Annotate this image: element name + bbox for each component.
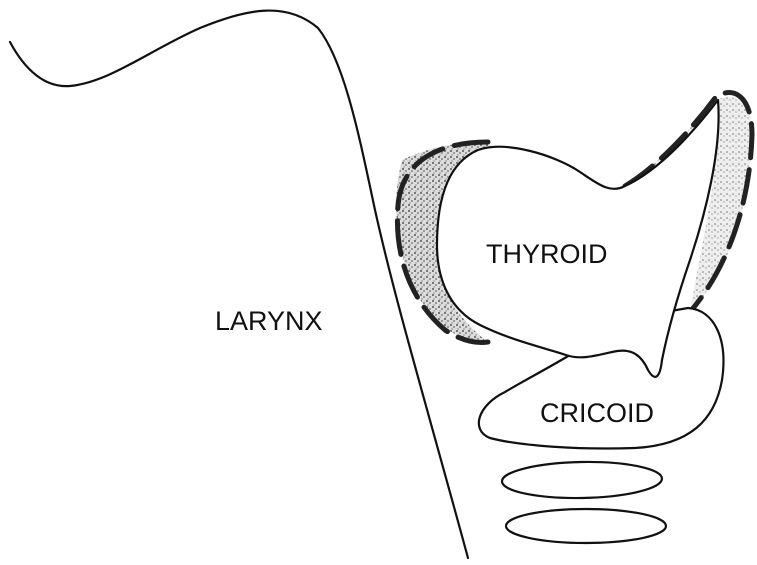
- cricoid-label: CRICOID: [540, 398, 654, 428]
- tracheal-ring-1: [502, 461, 663, 500]
- larynx-outline: [10, 11, 468, 558]
- larynx-label: LARYNX: [215, 306, 323, 336]
- thyroid-label: THYROID: [486, 239, 608, 269]
- tracheal-ring-2: [506, 509, 666, 543]
